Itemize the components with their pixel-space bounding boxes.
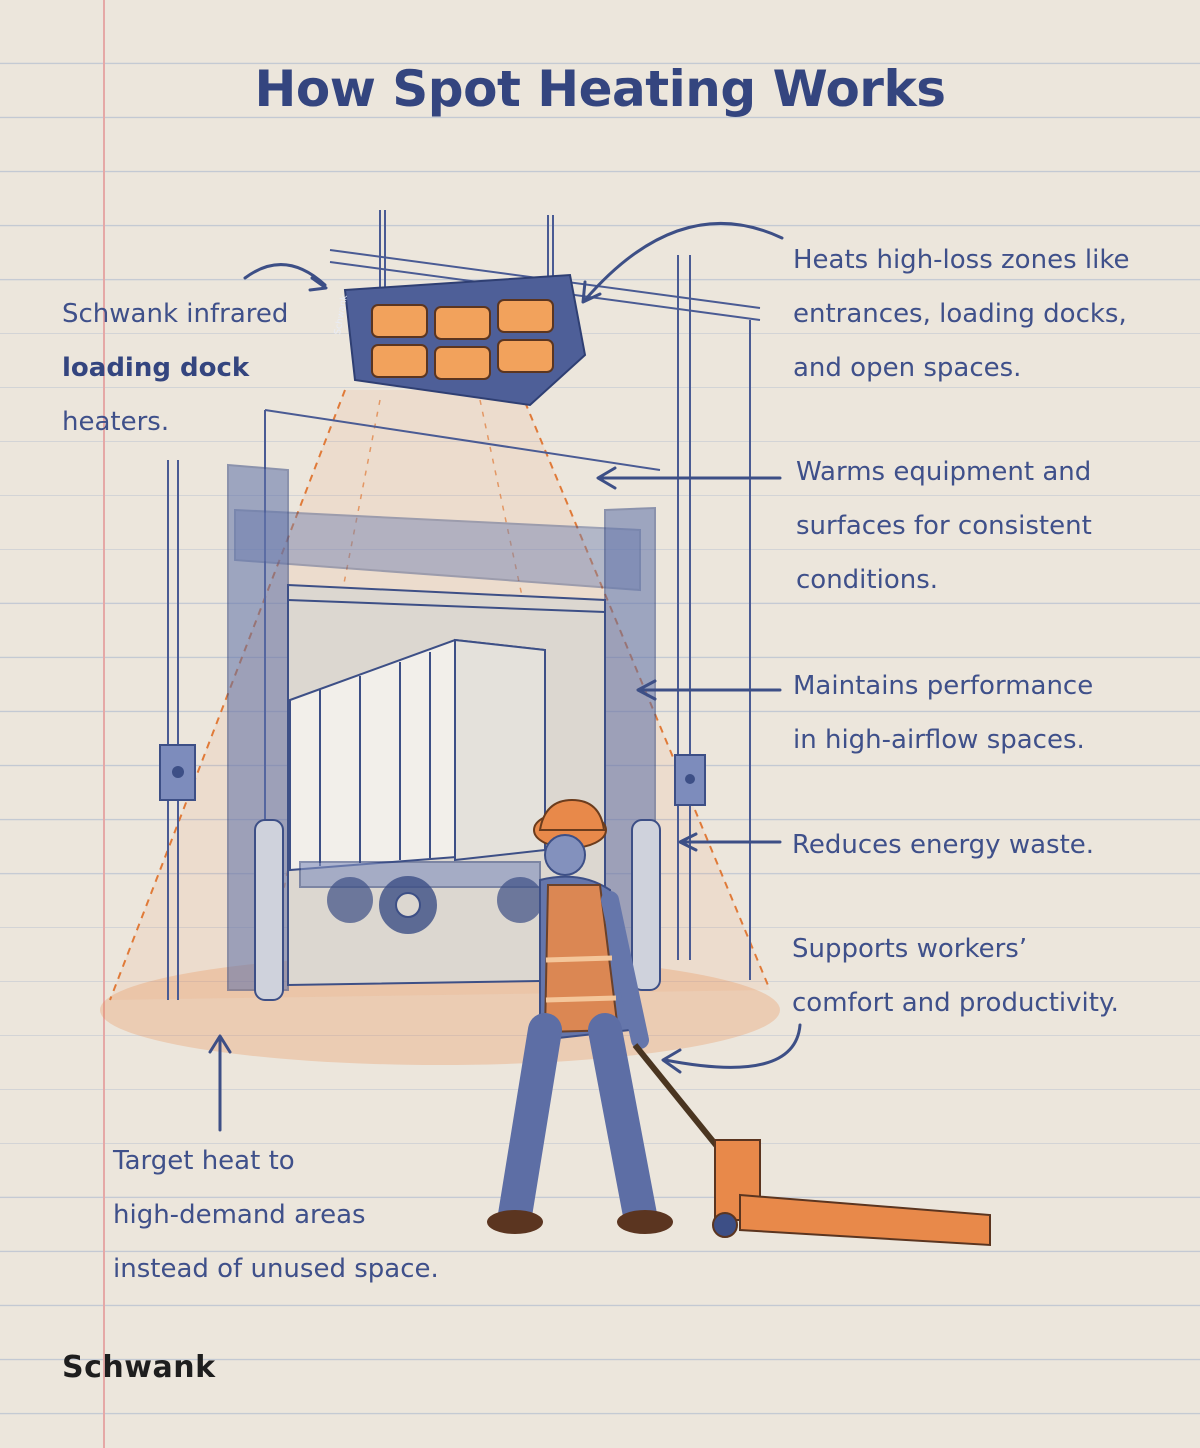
note-heater-bold: loading dock xyxy=(62,353,250,383)
notebook-margin-line xyxy=(103,0,105,1448)
note-warms-line-3: conditions. xyxy=(796,565,939,595)
note-maintains-line-1: Maintains performance xyxy=(793,671,1094,701)
infrared-heater: Schwank xyxy=(333,273,587,407)
truck xyxy=(289,638,546,934)
note-heater-line-2: loading dock xyxy=(62,341,288,395)
note-warms-line-1: Warms equipment and xyxy=(796,457,1092,487)
note-supports-line-1: Supports workers’ xyxy=(792,934,1028,964)
note-heater: Schwank infrared loading dock heaters. xyxy=(62,287,288,449)
note-warms-equipment: Warms equipment and surfaces for consist… xyxy=(796,445,1092,607)
pallet-jack xyxy=(632,1043,991,1247)
note-maintains: Maintains performance in high-airflow sp… xyxy=(793,659,1093,767)
note-heats-zones-line-1: Heats high-loss zones like xyxy=(793,245,1130,275)
wall-control-box-left xyxy=(159,744,196,801)
note-target-line-2: high-demand areas xyxy=(113,1200,366,1230)
note-reduces-line-1: Reduces energy waste. xyxy=(792,830,1095,860)
note-heats-zones-line-3: and open spaces. xyxy=(793,353,1022,383)
note-heats-zones: Heats high-loss zones like entrances, lo… xyxy=(793,233,1129,395)
bollard-right xyxy=(631,819,661,991)
note-target-line-1: Target heat to xyxy=(113,1146,295,1176)
worker xyxy=(487,798,673,1234)
note-warms-line-2: surfaces for consistent xyxy=(796,511,1092,541)
note-heater-line-3: heaters. xyxy=(62,407,170,437)
note-supports-line-2: comfort and productivity. xyxy=(792,988,1119,1018)
schwank-logo: Schwank xyxy=(62,1350,216,1385)
note-heater-line-1: Schwank infrared xyxy=(62,299,289,329)
note-target: Target heat to high-demand areas instead… xyxy=(113,1134,439,1296)
annotation-arrows xyxy=(208,221,802,1132)
note-heats-zones-line-2: entrances, loading docks, xyxy=(793,299,1127,329)
note-target-line-3: instead of unused space. xyxy=(113,1254,439,1284)
note-reduces: Reduces energy waste. xyxy=(792,818,1094,872)
bollard-left xyxy=(254,819,284,1001)
page-title: How Spot Heating Works xyxy=(254,60,946,118)
note-supports: Supports workers’ comfort and productivi… xyxy=(792,922,1119,1030)
note-maintains-line-2: in high-airflow spaces. xyxy=(793,725,1085,755)
